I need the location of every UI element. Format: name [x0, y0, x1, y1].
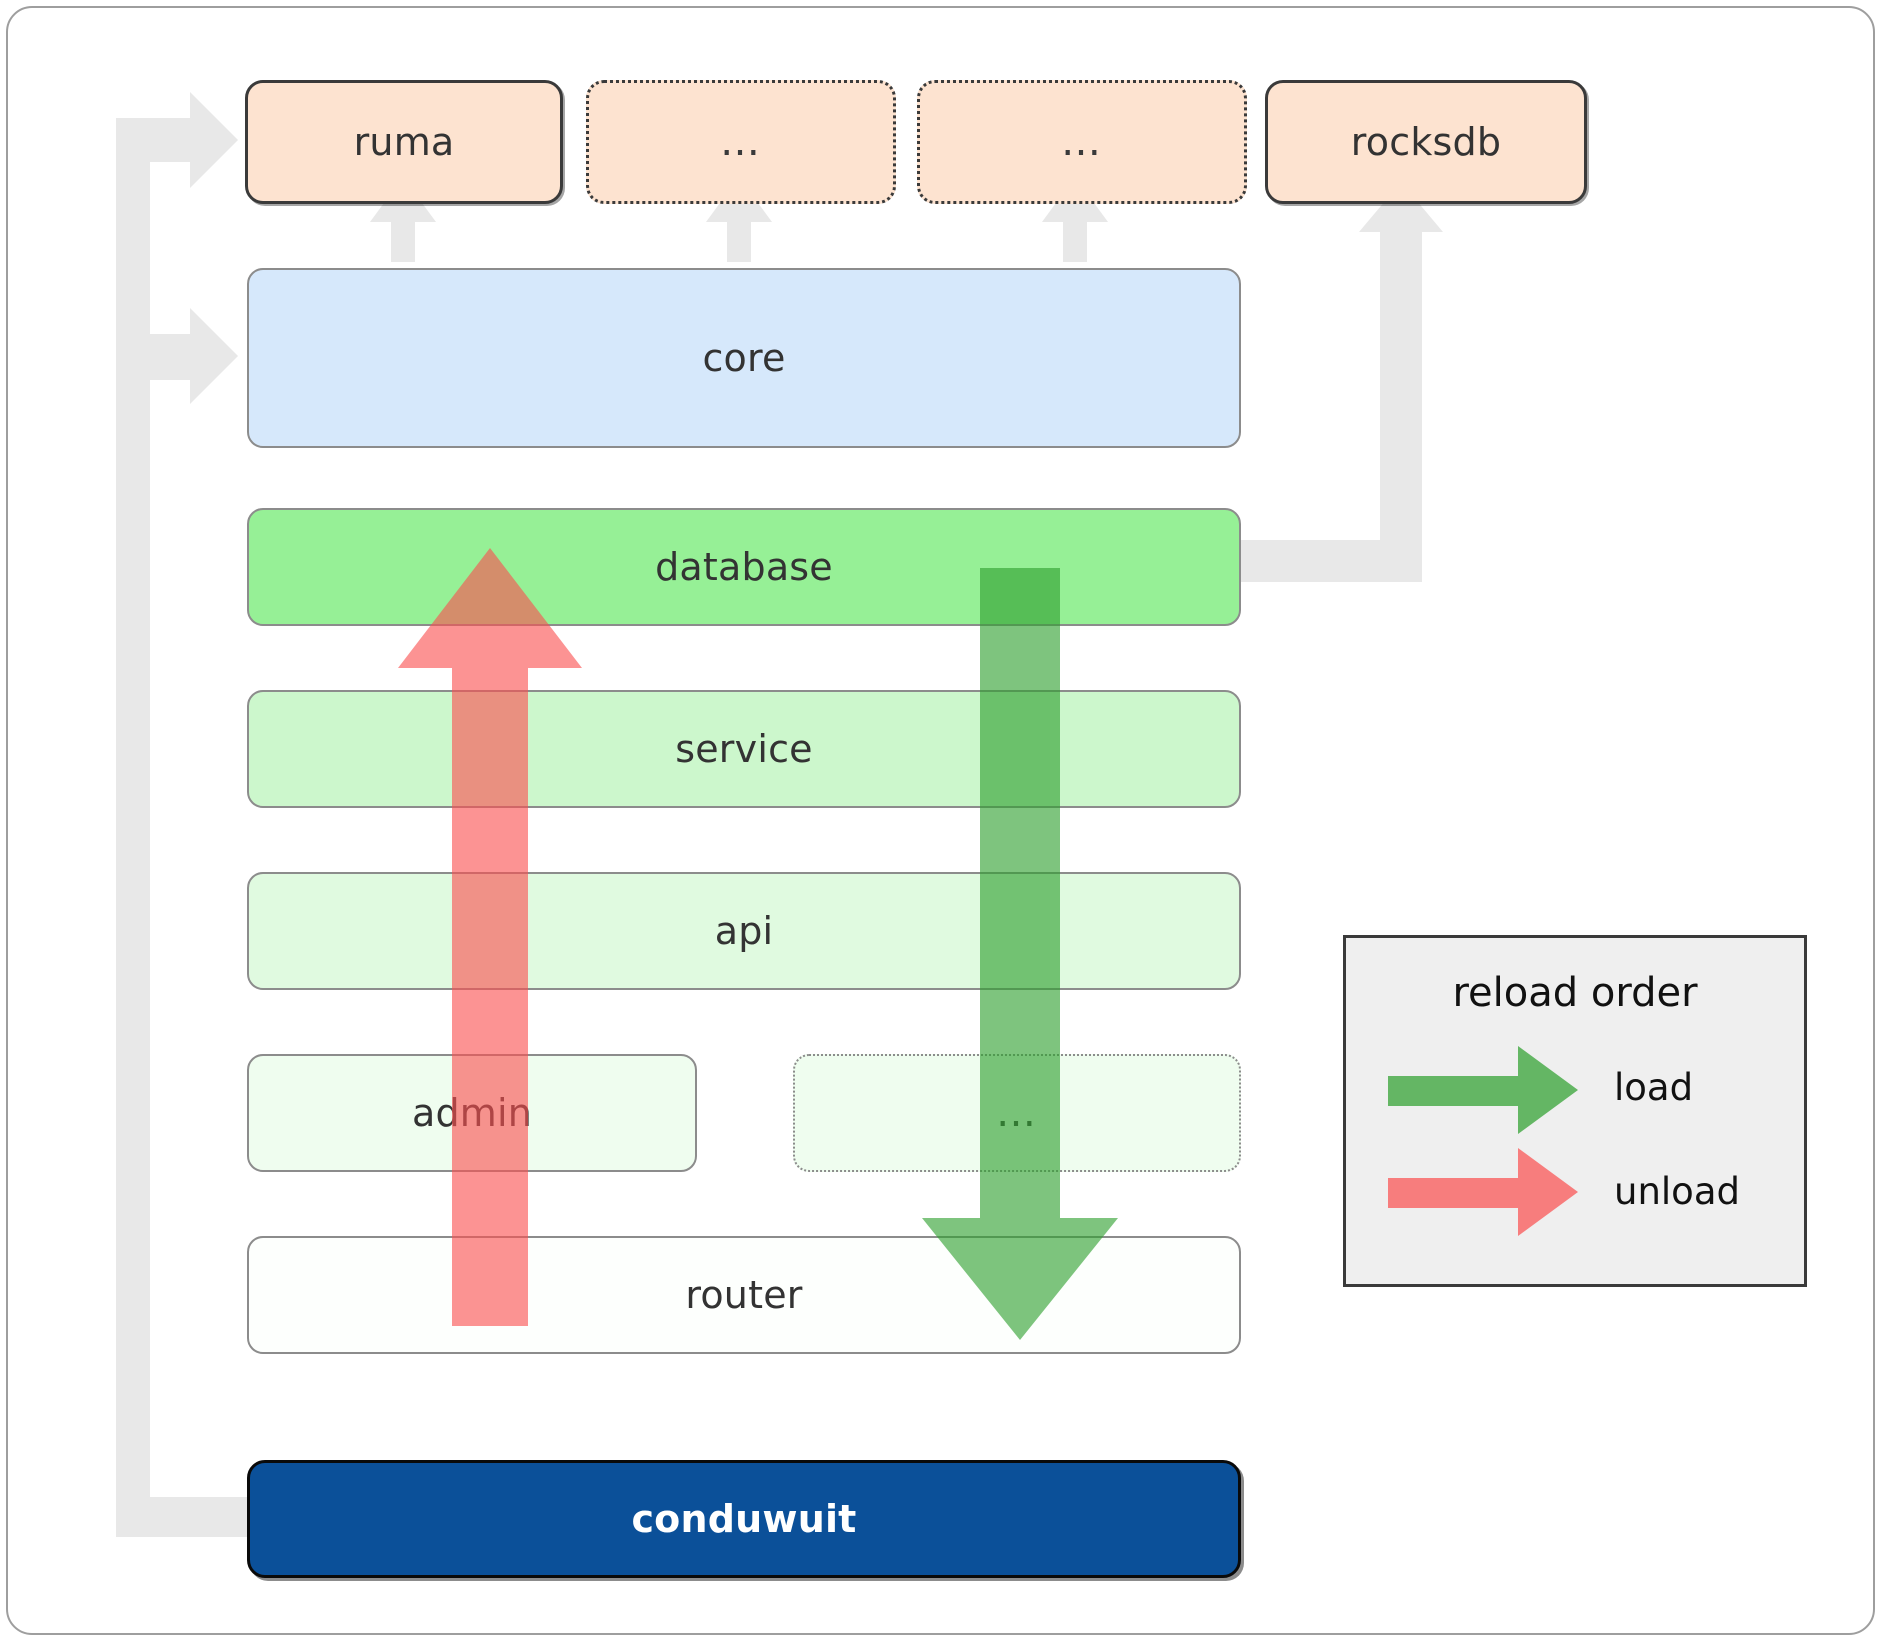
legend-load-arrow-icon — [1388, 1046, 1578, 1134]
legend-unload-arrow-icon — [1388, 1148, 1578, 1236]
legend-label-unload: unload — [1614, 1170, 1740, 1213]
layer-box-router[interactable]: router — [247, 1236, 1241, 1354]
legend-label-load: load — [1614, 1066, 1694, 1109]
layer-label: router — [685, 1273, 803, 1317]
dependency-box-ruma[interactable]: ruma — [245, 80, 563, 204]
dependency-label: ruma — [353, 120, 455, 164]
layer-label: api — [714, 909, 774, 953]
legend-box: reload order load unload — [1343, 935, 1807, 1287]
layer-label: core — [702, 336, 786, 380]
legend-arrows — [1388, 1046, 1578, 1236]
diagram-frame — [6, 6, 1875, 1635]
dependency-box-ellipsis-2[interactable]: … — [917, 80, 1247, 204]
layer-label: admin — [411, 1091, 533, 1135]
dependency-label: … — [1061, 119, 1103, 165]
layer-label: service — [675, 727, 813, 771]
layer-label: … — [996, 1090, 1038, 1136]
layer-box-admin[interactable]: admin — [247, 1054, 697, 1172]
root-label: conduwuit — [631, 1497, 857, 1541]
layer-box-service[interactable]: service — [247, 690, 1241, 808]
dependency-box-rocksdb[interactable]: rocksdb — [1265, 80, 1587, 204]
legend-title: reload order — [1452, 970, 1698, 1016]
layer-box-core[interactable]: core — [247, 268, 1241, 448]
dependency-label: rocksdb — [1350, 120, 1502, 164]
layer-label: database — [655, 545, 833, 589]
layer-box-database[interactable]: database — [247, 508, 1241, 626]
layer-box-ellipsis[interactable]: … — [793, 1054, 1241, 1172]
dependency-label: … — [720, 119, 762, 165]
dependency-box-ellipsis-1[interactable]: … — [586, 80, 896, 204]
layer-box-api[interactable]: api — [247, 872, 1241, 990]
root-box-conduwuit[interactable]: conduwuit — [247, 1460, 1241, 1578]
